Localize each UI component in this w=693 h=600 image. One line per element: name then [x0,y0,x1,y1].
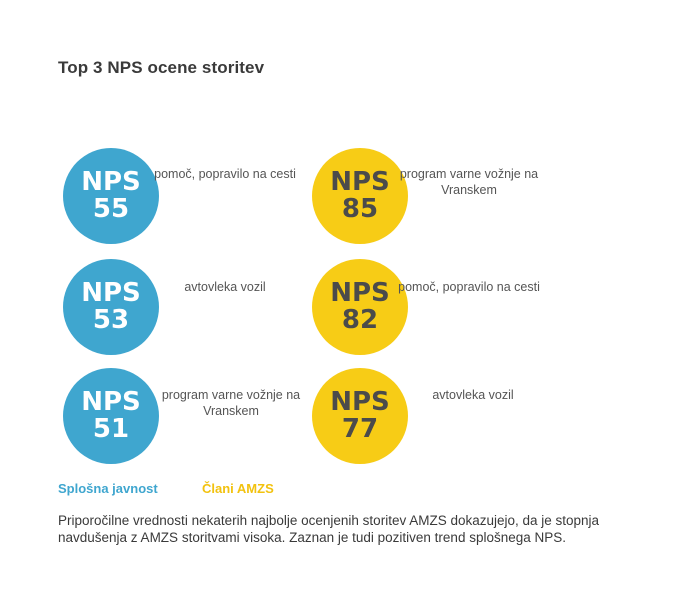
nps-badge-public-3: NPS 51 [63,368,159,464]
nps-badge-members-3: NPS 77 [312,368,408,464]
nps-badge-members-1: NPS 85 [312,148,408,244]
nps-value: 55 [92,194,130,224]
nps-badge-public-1: NPS 55 [63,148,159,244]
nps-value: 82 [341,305,379,335]
nps-value: 85 [341,194,379,224]
nps-badge-members-2: NPS 82 [312,259,408,355]
service-label: avtovleka vozil [184,280,266,294]
nps-value: 77 [341,414,379,444]
nps-badge-label: NPS [81,166,141,197]
service-label: program varne vožnje na Vranskem [399,167,539,197]
nps-badge-label: NPS [330,166,390,197]
footer-text: Priporočilne vrednosti nekaterih najbolj… [58,513,600,545]
legend-members: Člani AMZS [202,481,274,496]
page-title: Top 3 NPS ocene storitev [58,58,265,77]
nps-badge-label: NPS [81,386,141,417]
service-label: pomoč, popravilo na cesti [398,280,540,294]
nps-value: 51 [92,414,130,444]
service-label: avtovleka vozil [432,388,514,402]
nps-badge-label: NPS [330,277,390,308]
nps-badge-label: NPS [330,386,390,417]
legend-public: Splošna javnost [58,481,158,496]
nps-badge-label: NPS [81,277,141,308]
service-label: pomoč, popravilo na cesti [154,167,296,181]
nps-value: 53 [92,305,130,335]
service-label: program varne vožnje na Vranskem [161,388,301,418]
nps-badge-public-2: NPS 53 [63,259,159,355]
